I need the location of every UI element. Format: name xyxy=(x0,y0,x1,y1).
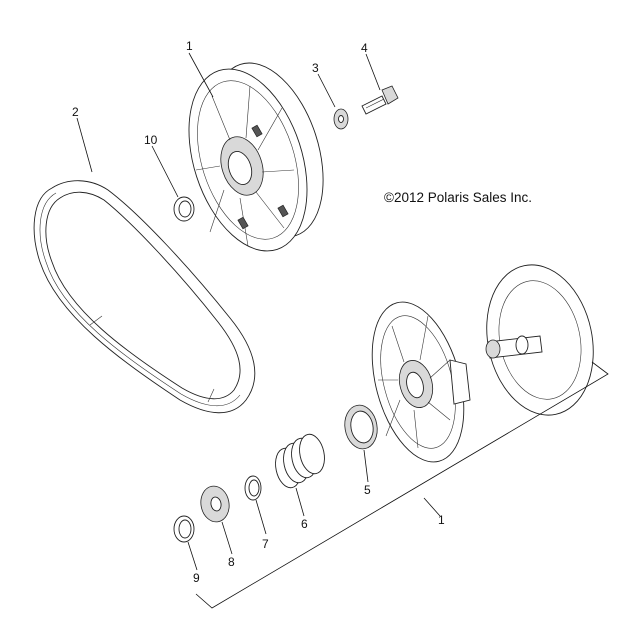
driven-sheave-part xyxy=(188,62,324,252)
callout-8: 8 xyxy=(228,555,235,569)
spring-cup-part xyxy=(200,485,230,523)
bolt-part xyxy=(361,85,399,115)
seal-ring-part xyxy=(344,404,378,450)
ring-part xyxy=(173,196,195,222)
moveable-sheave-part xyxy=(371,301,471,463)
washer-part xyxy=(333,108,349,130)
callout-1-bottom: 1 xyxy=(438,513,445,527)
copyright-notice: ©2012 Polaris Sales Inc. xyxy=(384,190,532,205)
drive-belt-part xyxy=(33,180,256,414)
callout-6: 6 xyxy=(301,517,308,531)
callout-7: 7 xyxy=(262,537,269,551)
callout-5: 5 xyxy=(364,483,371,497)
stationary-sheave-part xyxy=(485,264,594,416)
snap-ring-part xyxy=(173,515,195,543)
callout-2: 2 xyxy=(72,105,79,119)
callout-9: 9 xyxy=(193,571,200,585)
spring-part xyxy=(275,433,325,489)
callout-4: 4 xyxy=(361,41,368,55)
callout-10: 10 xyxy=(144,133,158,147)
callout-labels: 1 2 3 4 10 1 5 6 7 8 9 xyxy=(72,39,445,585)
spacer-ring-part xyxy=(244,475,262,501)
callout-3: 3 xyxy=(312,61,319,75)
callout-1-top: 1 xyxy=(186,39,193,53)
leader-lines xyxy=(76,52,609,609)
